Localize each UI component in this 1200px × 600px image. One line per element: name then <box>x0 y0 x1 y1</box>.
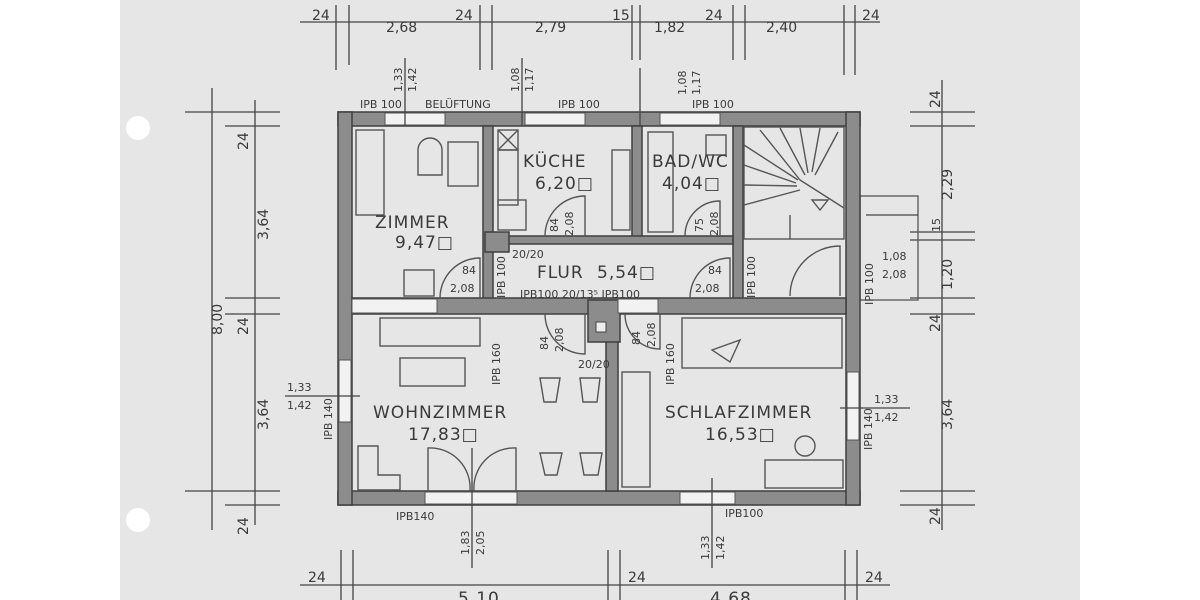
dim-label: 24 <box>705 8 723 24</box>
beam-label: IPB 100 <box>360 98 402 111</box>
window-dim: 1,17 <box>690 71 703 96</box>
beam-label: IPB 100 <box>558 98 600 111</box>
room-zimmer-area: 9,47□ <box>395 233 454 253</box>
dim-label: 2,79 <box>535 20 566 36</box>
room-wohnzimmer-name: WOHNZIMMER <box>373 403 507 423</box>
column-dim: 20/20 <box>578 358 610 371</box>
window-dim: 1,33 <box>392 68 405 93</box>
door-dim: 84 <box>708 264 722 277</box>
ventilation-label: BELÜFTUNG <box>425 98 491 111</box>
dim-label: 24 <box>236 317 252 335</box>
staircase <box>743 126 845 240</box>
dim-label: 1,82 <box>654 20 685 36</box>
beam-label: IPB 140 <box>322 398 335 440</box>
window-dim: 1,42 <box>714 536 727 561</box>
window-dim: 1,42 <box>287 399 312 412</box>
door-dim: 2,08 <box>695 282 720 295</box>
window-dim: 1,33 <box>874 393 899 406</box>
room-kueche-area: 6,20□ <box>535 174 594 194</box>
door-dim: 2,05 <box>474 531 487 556</box>
furniture <box>355 129 844 491</box>
room-wohnzimmer-area: 17,83□ <box>408 425 479 445</box>
punch-hole <box>126 508 150 532</box>
column-dim: 20/20 <box>512 248 544 261</box>
dim-label: 24 <box>928 507 944 525</box>
dim-label: 24 <box>312 8 330 24</box>
dim-label: 3,64 <box>256 399 272 430</box>
room-labels: ZIMMER 9,47□ KÜCHE 6,20□ BAD/WC 4,04□ FL… <box>373 150 812 445</box>
dim-label: 24 <box>928 314 944 332</box>
dim-label: 2,68 <box>386 20 417 36</box>
dim-label: 3,64 <box>940 399 956 430</box>
door-dim: 2,08 <box>553 328 566 353</box>
room-bad-area: 4,04□ <box>662 174 721 194</box>
door-dim: 2,08 <box>708 212 721 237</box>
beam-label: IPB 160 <box>664 343 677 385</box>
door-dim: 84 <box>548 218 561 232</box>
dimension-left: 24 3,64 8,00 24 3,64 24 <box>185 88 280 535</box>
beam-label: IPB 160 <box>490 343 503 385</box>
windows <box>338 112 860 505</box>
dimension-top: 24 2,68 24 2,79 15 1,82 24 2,40 24 <box>300 5 880 75</box>
room-schlafzimmer-area: 16,53□ <box>705 425 776 445</box>
door-dim: 84 <box>630 331 643 345</box>
door-dim: 2,08 <box>450 282 475 295</box>
dim-label: 24 <box>308 570 326 586</box>
dimension-bottom: 24 5,10 24 4,68 24 <box>300 550 890 600</box>
door-dim: 75 <box>693 218 706 232</box>
dim-label: 5,10 <box>458 589 500 600</box>
room-flur-area: 5,54□ <box>597 263 656 283</box>
dim-label: 24 <box>236 132 252 150</box>
dim-label: 15 <box>612 8 630 24</box>
dim-label: 24 <box>455 8 473 24</box>
dim-label: 4,68 <box>710 589 752 600</box>
window-dim: 1,08 <box>882 250 907 263</box>
door-dim: 1,83 <box>459 531 472 556</box>
window-dim: 1,33 <box>287 381 312 394</box>
window-dim: 1,08 <box>509 68 522 93</box>
dim-label: 24 <box>628 570 646 586</box>
dim-label: 24 <box>865 570 883 586</box>
door-dim: 2,08 <box>645 323 658 348</box>
beam-label: IPB 100 <box>745 256 758 298</box>
window-dim: 1,42 <box>406 68 419 93</box>
window-dim: 1,17 <box>523 68 536 93</box>
dim-label: 24 <box>862 8 880 24</box>
door-dim: 84 <box>538 336 551 350</box>
door-dim: 84 <box>462 264 476 277</box>
window-dim: 1,42 <box>874 411 899 424</box>
beam-label: IPB140 <box>396 510 434 523</box>
punch-hole <box>126 116 150 140</box>
room-zimmer-name: ZIMMER <box>375 213 450 233</box>
dim-label: 2,29 <box>940 169 956 200</box>
dimension-right: 24 2,29 15 1,20 24 3,64 24 <box>900 80 975 530</box>
dim-label: 3,64 <box>256 209 272 240</box>
beam-label: IPB 100 <box>863 263 876 305</box>
beam-label: IPB 140 <box>862 408 875 450</box>
room-bad-name: BAD/WC <box>652 152 729 172</box>
beam-label: IPB100 20/13⁵ IPB100 <box>520 288 640 301</box>
room-schlafzimmer-name: SCHLAFZIMMER <box>665 403 812 423</box>
dim-label: 1,20 <box>940 259 956 290</box>
dim-label: 24 <box>928 90 944 108</box>
beam-label: IPB 100 <box>692 98 734 111</box>
room-flur-name: FLUR <box>537 263 584 283</box>
beam-label: IPB100 <box>725 507 763 520</box>
room-kueche-name: KÜCHE <box>523 150 587 172</box>
dim-label: 2,40 <box>766 20 797 36</box>
window-dim: 2,08 <box>882 268 907 281</box>
dim-label: 24 <box>236 517 252 535</box>
window-dim: 1,33 <box>699 536 712 561</box>
window-dim: 1,08 <box>676 71 689 96</box>
annotations: IPB 100 BELÜFTUNG IPB 100 IPB 100 1,33 1… <box>285 58 910 568</box>
dim-label: 8,00 <box>210 304 226 335</box>
dim-label: 15 <box>930 218 943 232</box>
door-dim: 2,08 <box>563 212 576 237</box>
beam-label: IPB 100 <box>495 256 508 298</box>
doors <box>427 195 841 492</box>
